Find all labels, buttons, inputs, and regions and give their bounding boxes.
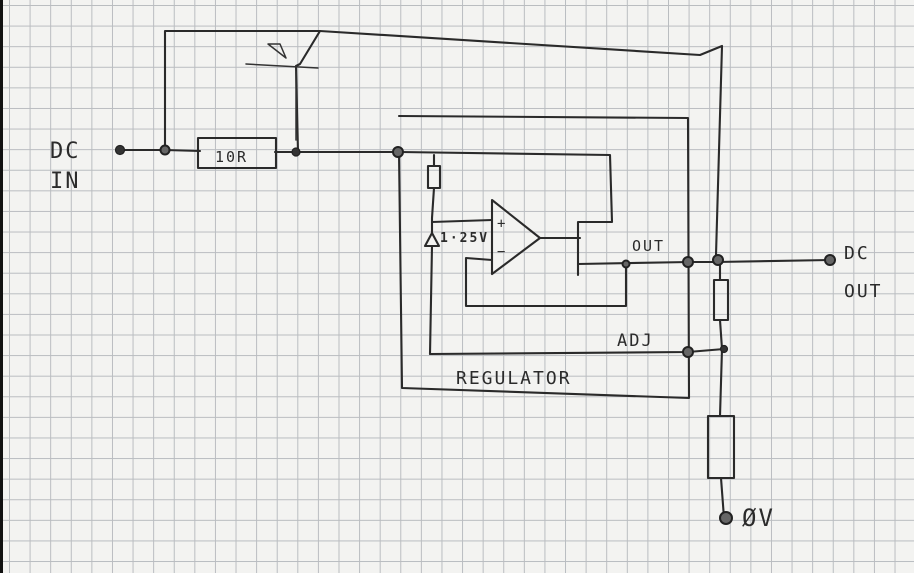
label-out-pin: OUT (632, 237, 665, 255)
label-dc-in-line2: IN (50, 169, 81, 194)
node-resistor-out (291, 147, 301, 157)
divider-resistor-lower (706, 414, 736, 480)
label-opamp-minus: − (497, 244, 507, 260)
resistor-10r (196, 136, 278, 170)
label-dc-in-line1: DC (50, 139, 81, 164)
label-dc-out-line1: DC (844, 243, 870, 264)
node-regulator-in (392, 146, 404, 158)
label-reference-voltage: 1·25V (440, 231, 489, 246)
wire-top-rail (318, 29, 724, 257)
zener-reference (423, 231, 441, 356)
wire-adj (428, 347, 726, 356)
regulator-box (397, 114, 691, 400)
label-dc-out-line2: OUT (844, 281, 883, 302)
bias-resistor (426, 164, 442, 190)
node-regulator-out (682, 256, 694, 268)
wire-out-internal (576, 258, 832, 266)
node-adj-junction (719, 344, 729, 354)
node-dc-in (114, 144, 126, 156)
label-ground: ØV (742, 504, 775, 532)
wire-ref-leg (430, 153, 436, 235)
wire-divider-mid (718, 318, 724, 418)
label-opamp-plus: + (497, 216, 507, 232)
wire-amp-plus (430, 218, 494, 224)
node-adj (682, 346, 694, 358)
label-regulator-name: REGULATOR (456, 368, 572, 389)
label-adj-pin: ADJ (617, 331, 654, 351)
error-amplifier (490, 198, 542, 276)
pass-transistor (245, 43, 319, 141)
divider-resistor-upper (712, 278, 730, 322)
wire-divider-bottom (719, 476, 726, 520)
label-resistor-value: 10R (215, 148, 248, 166)
wire-ref-top (398, 150, 614, 277)
sheet-left-edge (0, 0, 3, 573)
node-out-internal (621, 259, 631, 269)
node-dc-out (824, 254, 836, 266)
node-split (159, 144, 171, 156)
node-out-junction (712, 254, 724, 266)
node-ground (719, 511, 733, 525)
wire-amp-minus-feedback (464, 256, 628, 308)
